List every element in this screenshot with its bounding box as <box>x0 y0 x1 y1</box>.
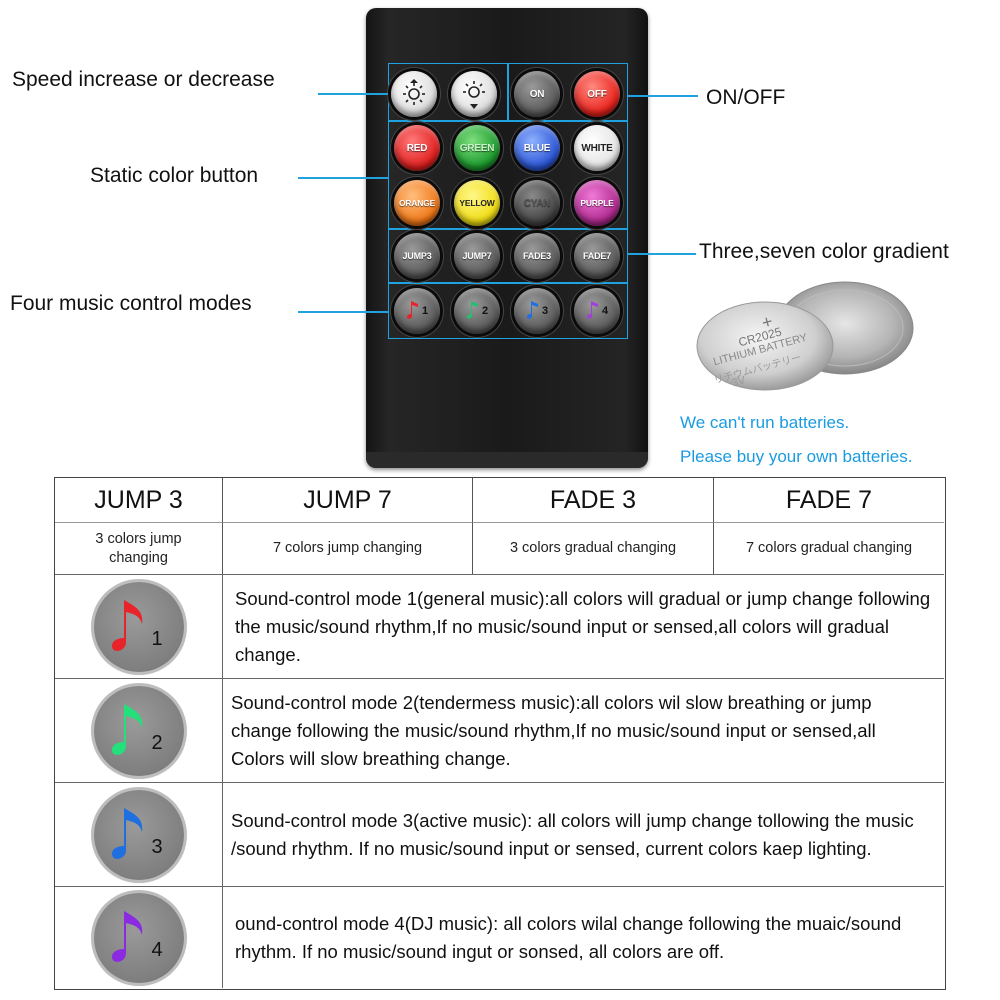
static-color-group-frame <box>388 121 628 229</box>
table-row: 3 Sound-control mode 3(active music): al… <box>55 782 944 886</box>
onoff-callout-label: ON/OFF <box>706 86 786 109</box>
brightness-down-icon <box>463 81 485 109</box>
sub-jump3: 3 colors jump changing <box>55 522 223 574</box>
battery-note-1: We can't run batteries. <box>680 413 850 432</box>
mode-2-description: Sound-control mode 2(tendermess music):a… <box>231 691 876 769</box>
mode-3-icon-cell: 3 <box>55 783 223 886</box>
gradient-callout-label: Three,seven color gradient <box>699 240 949 263</box>
header-fade7: FADE 7 <box>785 485 873 514</box>
static-color-callout-label: Static color button <box>90 164 259 187</box>
music-callout-label: Four music control modes <box>10 292 252 315</box>
jump3-button[interactable]: JUMP3 <box>394 233 440 279</box>
mode-4-icon-cell: 4 <box>55 887 223 988</box>
modes-table: JUMP 3 JUMP 7 FADE 3 FADE 7 3 colors jum… <box>54 477 946 990</box>
speed-up-button[interactable] <box>391 71 437 117</box>
table-row: 1 Sound-control mode 1(general music):al… <box>55 574 944 678</box>
white-button[interactable]: WHITE <box>574 125 620 171</box>
gradient-callout-line <box>628 253 696 255</box>
music-note-blue-icon <box>527 301 539 319</box>
red-button[interactable]: RED <box>394 125 440 171</box>
header-fade3: FADE 3 <box>473 478 714 522</box>
sub-jump7: 7 colors jump changing <box>223 522 473 574</box>
mode-4-disc: 4 <box>93 892 184 983</box>
mode-2-disc: 2 <box>93 685 184 776</box>
gradient-group-frame <box>388 229 628 283</box>
music-mode-3-button[interactable]: 3 <box>514 288 560 334</box>
mode-1-number: 1 <box>151 627 163 650</box>
mode-1-description: Sound-control mode 1(general music):all … <box>235 587 931 665</box>
battery-illustration <box>696 281 914 391</box>
music-note-icon <box>111 910 142 962</box>
music-callout-line <box>298 311 388 313</box>
header-jump3: JUMP 3 <box>55 478 223 522</box>
speed-group-frame <box>388 63 508 121</box>
jump7-button[interactable]: JUMP7 <box>454 233 500 279</box>
music-mode-3-label: 3 <box>542 305 548 317</box>
music-group-frame <box>388 283 628 339</box>
brightness-up-icon <box>403 79 425 105</box>
battery-note-2: Please buy your own batteries. <box>680 447 913 466</box>
mode-2-number: 2 <box>151 731 163 754</box>
music-mode-1-button[interactable]: 1 <box>394 288 440 334</box>
remote-bottom-edge <box>366 452 648 468</box>
speed-callout-label: Speed increase or decrease <box>12 68 275 91</box>
music-mode-2-button[interactable]: 2 <box>454 288 500 334</box>
orange-button[interactable]: ORANGE <box>394 180 440 226</box>
table-row: 2 Sound-control mode 2(tendermess music)… <box>55 678 944 782</box>
mode-3-disc: 3 <box>93 789 184 880</box>
music-mode-4-button[interactable]: 4 <box>574 288 620 334</box>
mode-3-description: Sound-control mode 3(active music): all … <box>231 809 914 859</box>
music-note-purple-icon <box>587 301 599 319</box>
table-row: 4 ound-control mode 4(DJ music): all col… <box>55 886 944 988</box>
music-mode-4-label: 4 <box>602 305 608 317</box>
fade3-button[interactable]: FADE3 <box>514 233 560 279</box>
music-note-icon <box>111 599 142 651</box>
music-mode-1-label: 1 <box>422 305 428 317</box>
music-mode-2-label: 2 <box>482 305 488 317</box>
yellow-button[interactable]: YELLOW <box>454 180 500 226</box>
purple-button[interactable]: PURPLE <box>574 180 620 226</box>
sub-fade3: 3 colors gradual changing <box>473 522 714 574</box>
mode-1-icon-cell: 1 <box>55 575 223 678</box>
mode-1-disc: 1 <box>93 581 184 672</box>
music-note-red-icon <box>407 301 419 319</box>
mode-3-number: 3 <box>151 835 163 858</box>
speed-down-button[interactable] <box>451 71 497 117</box>
on-button[interactable]: ON <box>514 71 560 117</box>
sub-fade7: 7 colors gradual changing <box>714 522 944 574</box>
cyan-button[interactable]: CYAN <box>514 180 560 226</box>
fade7-button[interactable]: FADE7 <box>574 233 620 279</box>
static-color-callout-line <box>298 177 388 179</box>
onoff-callout-line <box>628 95 698 97</box>
header-jump7: JUMP 7 <box>223 478 473 522</box>
off-button[interactable]: OFF <box>574 71 620 117</box>
onoff-group-frame <box>508 63 628 121</box>
mode-2-icon-cell: 2 <box>55 679 223 782</box>
music-note-icon <box>111 807 142 859</box>
mode-4-number: 4 <box>151 938 163 961</box>
music-note-icon <box>111 703 142 755</box>
music-note-green-icon <box>467 301 479 319</box>
blue-button[interactable]: BLUE <box>514 125 560 171</box>
speed-callout-line <box>318 93 388 95</box>
mode-4-description: ound-control mode 4(DJ music): all color… <box>235 912 902 962</box>
green-button[interactable]: GREEN <box>454 125 500 171</box>
